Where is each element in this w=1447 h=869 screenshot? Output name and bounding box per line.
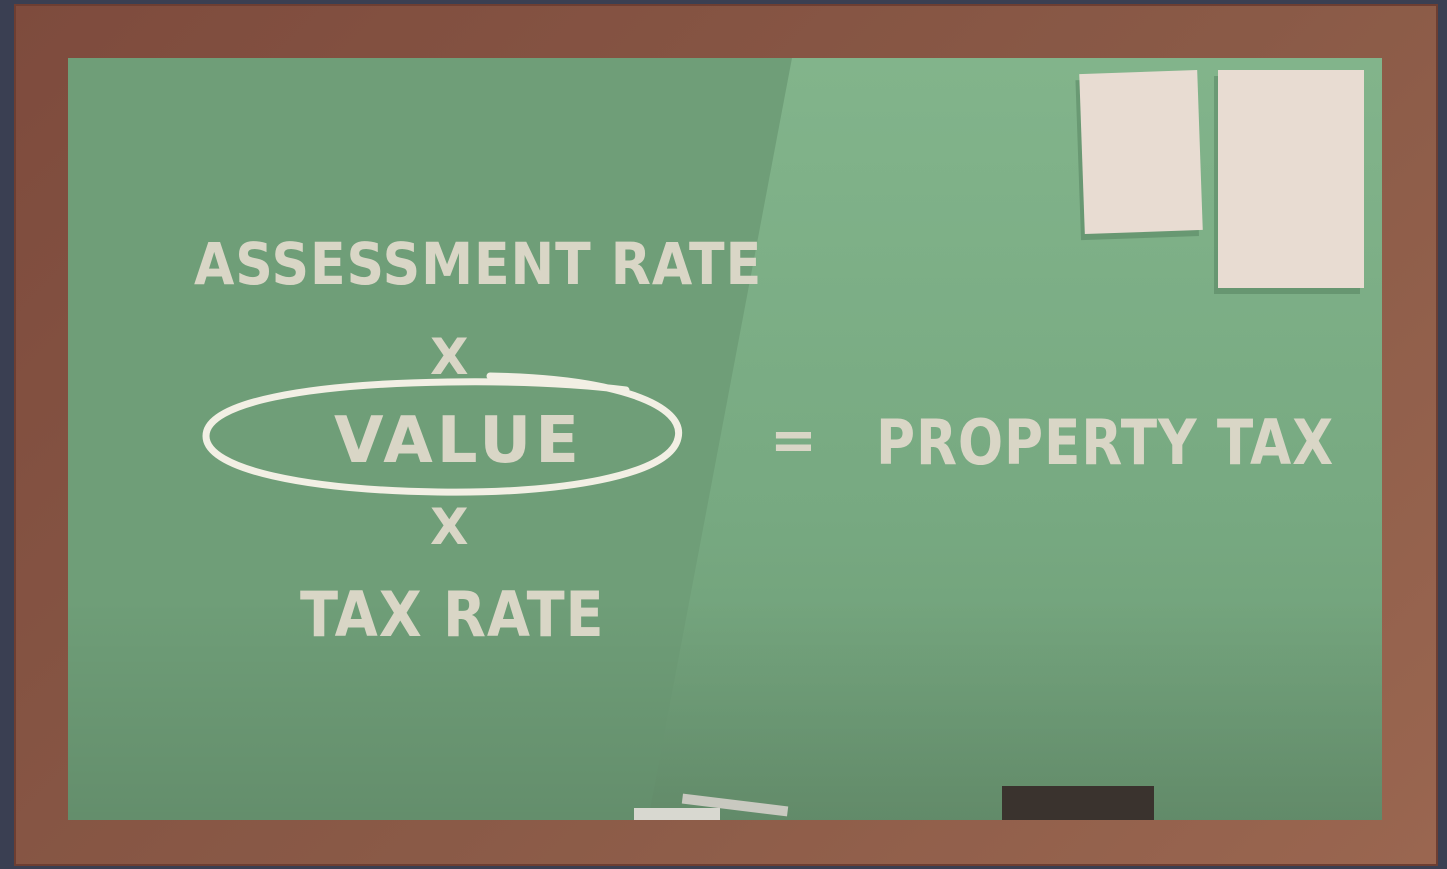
chalk-piece-1	[634, 808, 720, 820]
property-tax-label: PROPERTY TAX	[876, 406, 1335, 479]
value-label: VALUE	[334, 404, 583, 478]
pinned-paper-right	[1218, 70, 1364, 288]
board-shadow	[68, 598, 1382, 820]
chalkboard: ASSESSMENT RATE X VALUE X TAX RATE = PRO…	[68, 58, 1382, 820]
assessment-rate-label: ASSESSMENT RATE	[194, 230, 763, 298]
multiply-sign-top: X	[430, 328, 470, 386]
pinned-paper-left	[1079, 69, 1203, 235]
circle-highlight	[202, 372, 683, 496]
equals-sign: =	[770, 408, 818, 473]
eraser	[1002, 786, 1154, 820]
multiply-sign-bottom: X	[430, 498, 470, 556]
tax-rate-label: TAX RATE	[300, 578, 605, 651]
